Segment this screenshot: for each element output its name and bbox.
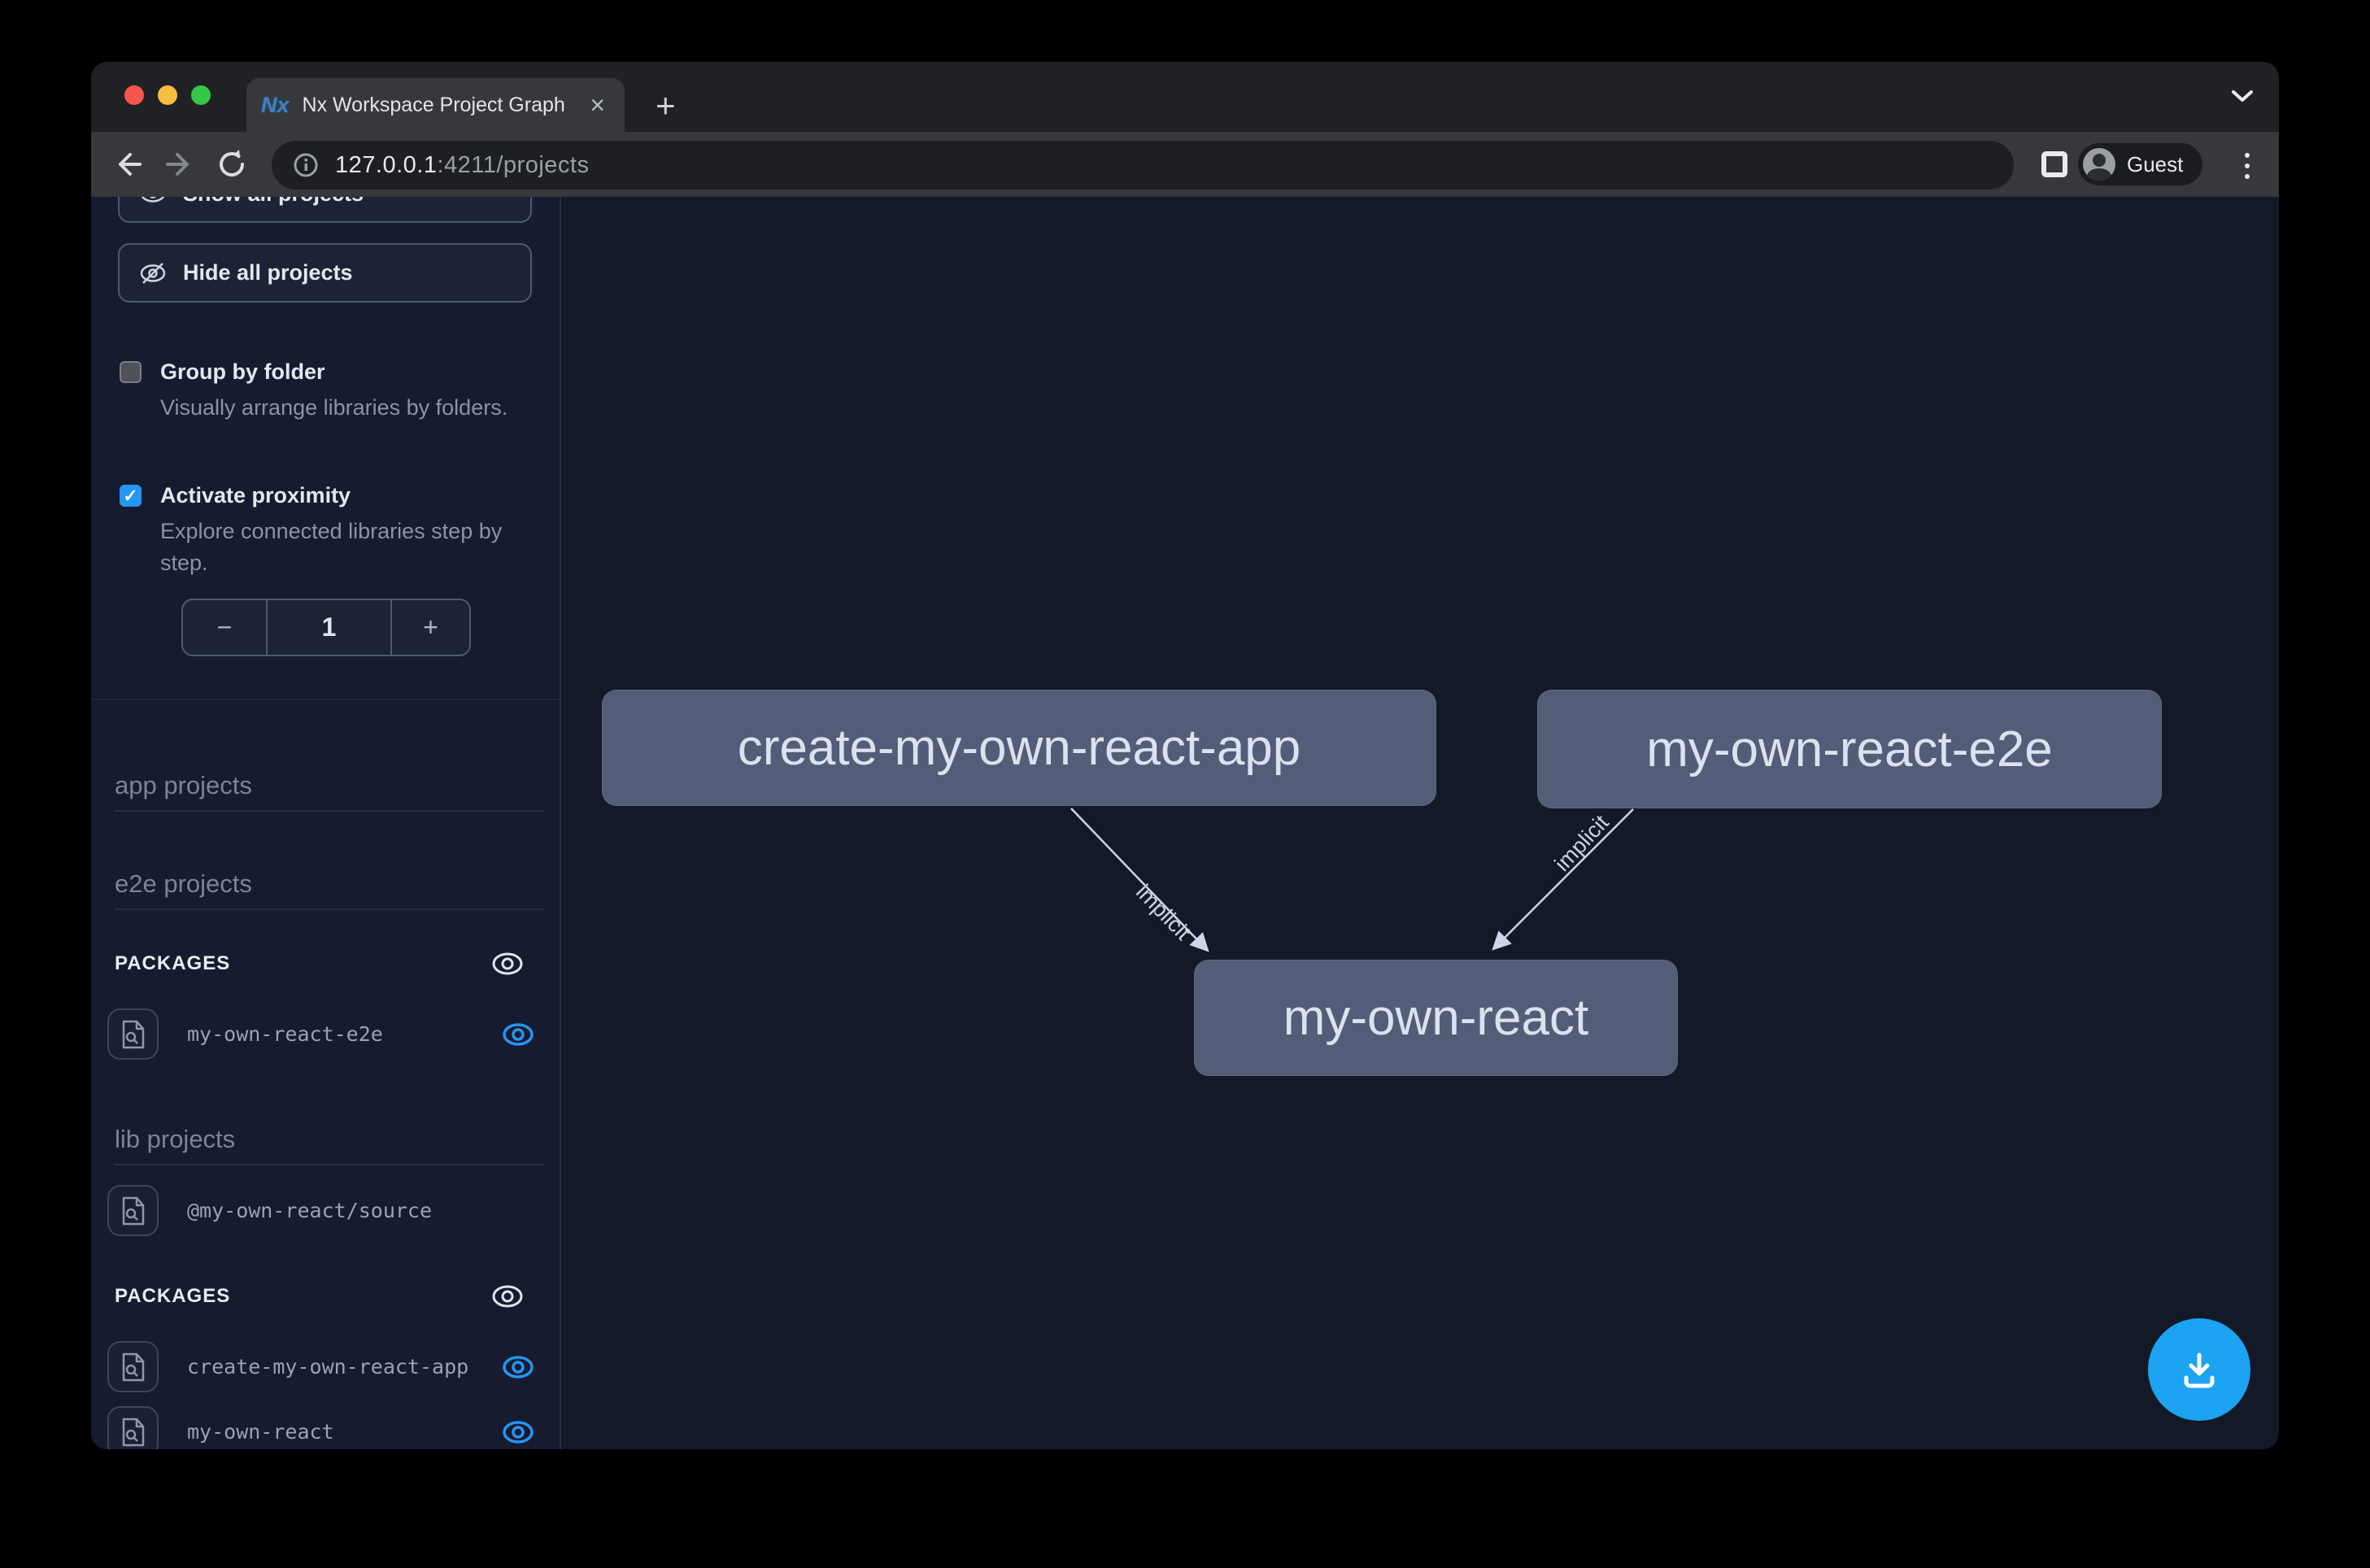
activate-proximity-description: Explore connected libraries step by step… — [160, 516, 542, 579]
nx-favicon-icon: Nx — [261, 93, 290, 118]
chevron-down-icon[interactable] — [2228, 86, 2256, 106]
profile-label: Guest — [2127, 152, 2183, 177]
activate-proximity-label: Activate proximity — [160, 483, 351, 508]
toggle-packages-visibility-icon[interactable] — [490, 1279, 525, 1313]
graph-node-create-my-own-react-app[interactable]: create-my-own-react-app — [602, 690, 1436, 806]
project-graph-canvas[interactable]: implicit implicit create-my-own-react-ap… — [561, 197, 2279, 1449]
browser-toolbar: 127.0.0.1:4211/projects Guest — [91, 132, 2279, 197]
traffic-lights — [124, 85, 211, 105]
group-by-folder-description: Visually arrange libraries by folders. — [160, 392, 542, 424]
profile-button[interactable]: Guest — [2078, 143, 2202, 185]
page-content: Show all projects Hide all projects Grou… — [91, 197, 2279, 1449]
focus-project-button[interactable] — [107, 1185, 159, 1236]
tab-strip: Nx Nx Workspace Project Graph × + — [91, 62, 2279, 132]
project-name: @my-own-react/source — [187, 1185, 432, 1236]
url-host: 127.0.0.1 — [335, 152, 437, 178]
project-row-create-my-own-react-app[interactable]: create-my-own-react-app — [91, 1341, 561, 1392]
hide-all-projects-label: Hide all projects — [183, 260, 353, 285]
graph-node-my-own-react[interactable]: my-own-react — [1194, 960, 1678, 1076]
side-panel-icon[interactable] — [2041, 151, 2067, 177]
group-by-folder-label: Group by folder — [160, 359, 325, 385]
packages-heading-lib: PACKAGES — [115, 1279, 544, 1313]
project-row-my-own-react-source[interactable]: @my-own-react/source — [91, 1185, 561, 1236]
forward-icon[interactable] — [164, 148, 197, 181]
increment-button[interactable]: + — [392, 600, 469, 655]
activate-proximity-checkbox[interactable]: ✓ — [120, 485, 142, 507]
focus-project-button[interactable] — [107, 1008, 159, 1060]
focus-project-button[interactable] — [107, 1406, 159, 1449]
site-info-icon[interactable] — [293, 152, 319, 178]
show-all-projects-label: Show all projects — [183, 197, 364, 207]
packages-label: PACKAGES — [115, 1285, 230, 1308]
project-row-my-own-react-e2e[interactable]: my-own-react-e2e — [91, 1008, 561, 1060]
project-row-my-own-react[interactable]: my-own-react — [91, 1406, 561, 1449]
project-name: my-own-react-e2e — [187, 1008, 383, 1060]
e2e-projects-heading: e2e projects — [115, 869, 544, 910]
tab-close-icon[interactable]: × — [585, 92, 610, 118]
tab-nx-workspace[interactable]: Nx Nx Workspace Project Graph × — [246, 78, 625, 132]
sidebar-divider — [91, 699, 560, 700]
depth-value: 1 — [266, 600, 392, 655]
new-tab-button[interactable]: + — [656, 89, 676, 123]
download-icon — [2173, 1344, 2225, 1396]
project-visible-eye-icon[interactable] — [501, 1017, 535, 1052]
document-search-icon — [119, 1416, 148, 1448]
decrement-button[interactable]: − — [183, 600, 266, 655]
document-search-icon — [119, 1018, 148, 1051]
eye-icon — [139, 197, 167, 207]
tab-title: Nx Workspace Project Graph — [303, 94, 586, 117]
back-icon[interactable] — [111, 148, 143, 181]
packages-label: PACKAGES — [115, 952, 230, 975]
project-visible-eye-icon[interactable] — [501, 1415, 535, 1449]
url-text: 127.0.0.1:4211/projects — [335, 152, 589, 179]
close-window-button[interactable] — [124, 85, 144, 105]
eye-off-icon — [139, 259, 167, 287]
show-all-projects-button[interactable]: Show all projects — [118, 197, 532, 223]
graph-node-my-own-react-e2e[interactable]: my-own-react-e2e — [1537, 690, 2162, 808]
hide-all-projects-button[interactable]: Hide all projects — [118, 243, 532, 303]
packages-heading-e2e: PACKAGES — [115, 947, 544, 981]
browser-window: Nx Nx Workspace Project Graph × + 127.0.… — [91, 62, 2279, 1449]
project-name: create-my-own-react-app — [187, 1341, 468, 1392]
address-bar[interactable]: 127.0.0.1:4211/projects — [272, 141, 2014, 189]
edge-implicit-2[interactable] — [1493, 809, 1633, 949]
toggle-packages-visibility-icon[interactable] — [490, 947, 525, 981]
browser-menu-icon[interactable] — [2245, 147, 2250, 185]
minimize-window-button[interactable] — [158, 85, 177, 105]
project-name: my-own-react — [187, 1406, 334, 1449]
document-search-icon — [119, 1351, 148, 1383]
project-visible-eye-icon[interactable] — [501, 1350, 535, 1384]
url-path: :4211/projects — [437, 152, 589, 178]
download-graph-button[interactable] — [2148, 1318, 2250, 1421]
document-search-icon — [119, 1195, 148, 1227]
group-by-folder-checkbox[interactable] — [120, 361, 142, 383]
zoom-window-button[interactable] — [191, 85, 211, 105]
lib-projects-heading: lib projects — [115, 1125, 544, 1165]
app-projects-heading: app projects — [115, 771, 544, 812]
avatar — [2083, 148, 2115, 181]
proximity-depth-stepper: − 1 + — [181, 599, 471, 656]
graph-edges — [561, 197, 2279, 1449]
reload-icon[interactable] — [216, 148, 249, 181]
focus-project-button[interactable] — [107, 1341, 159, 1392]
sidebar: Show all projects Hide all projects Grou… — [91, 197, 561, 1449]
